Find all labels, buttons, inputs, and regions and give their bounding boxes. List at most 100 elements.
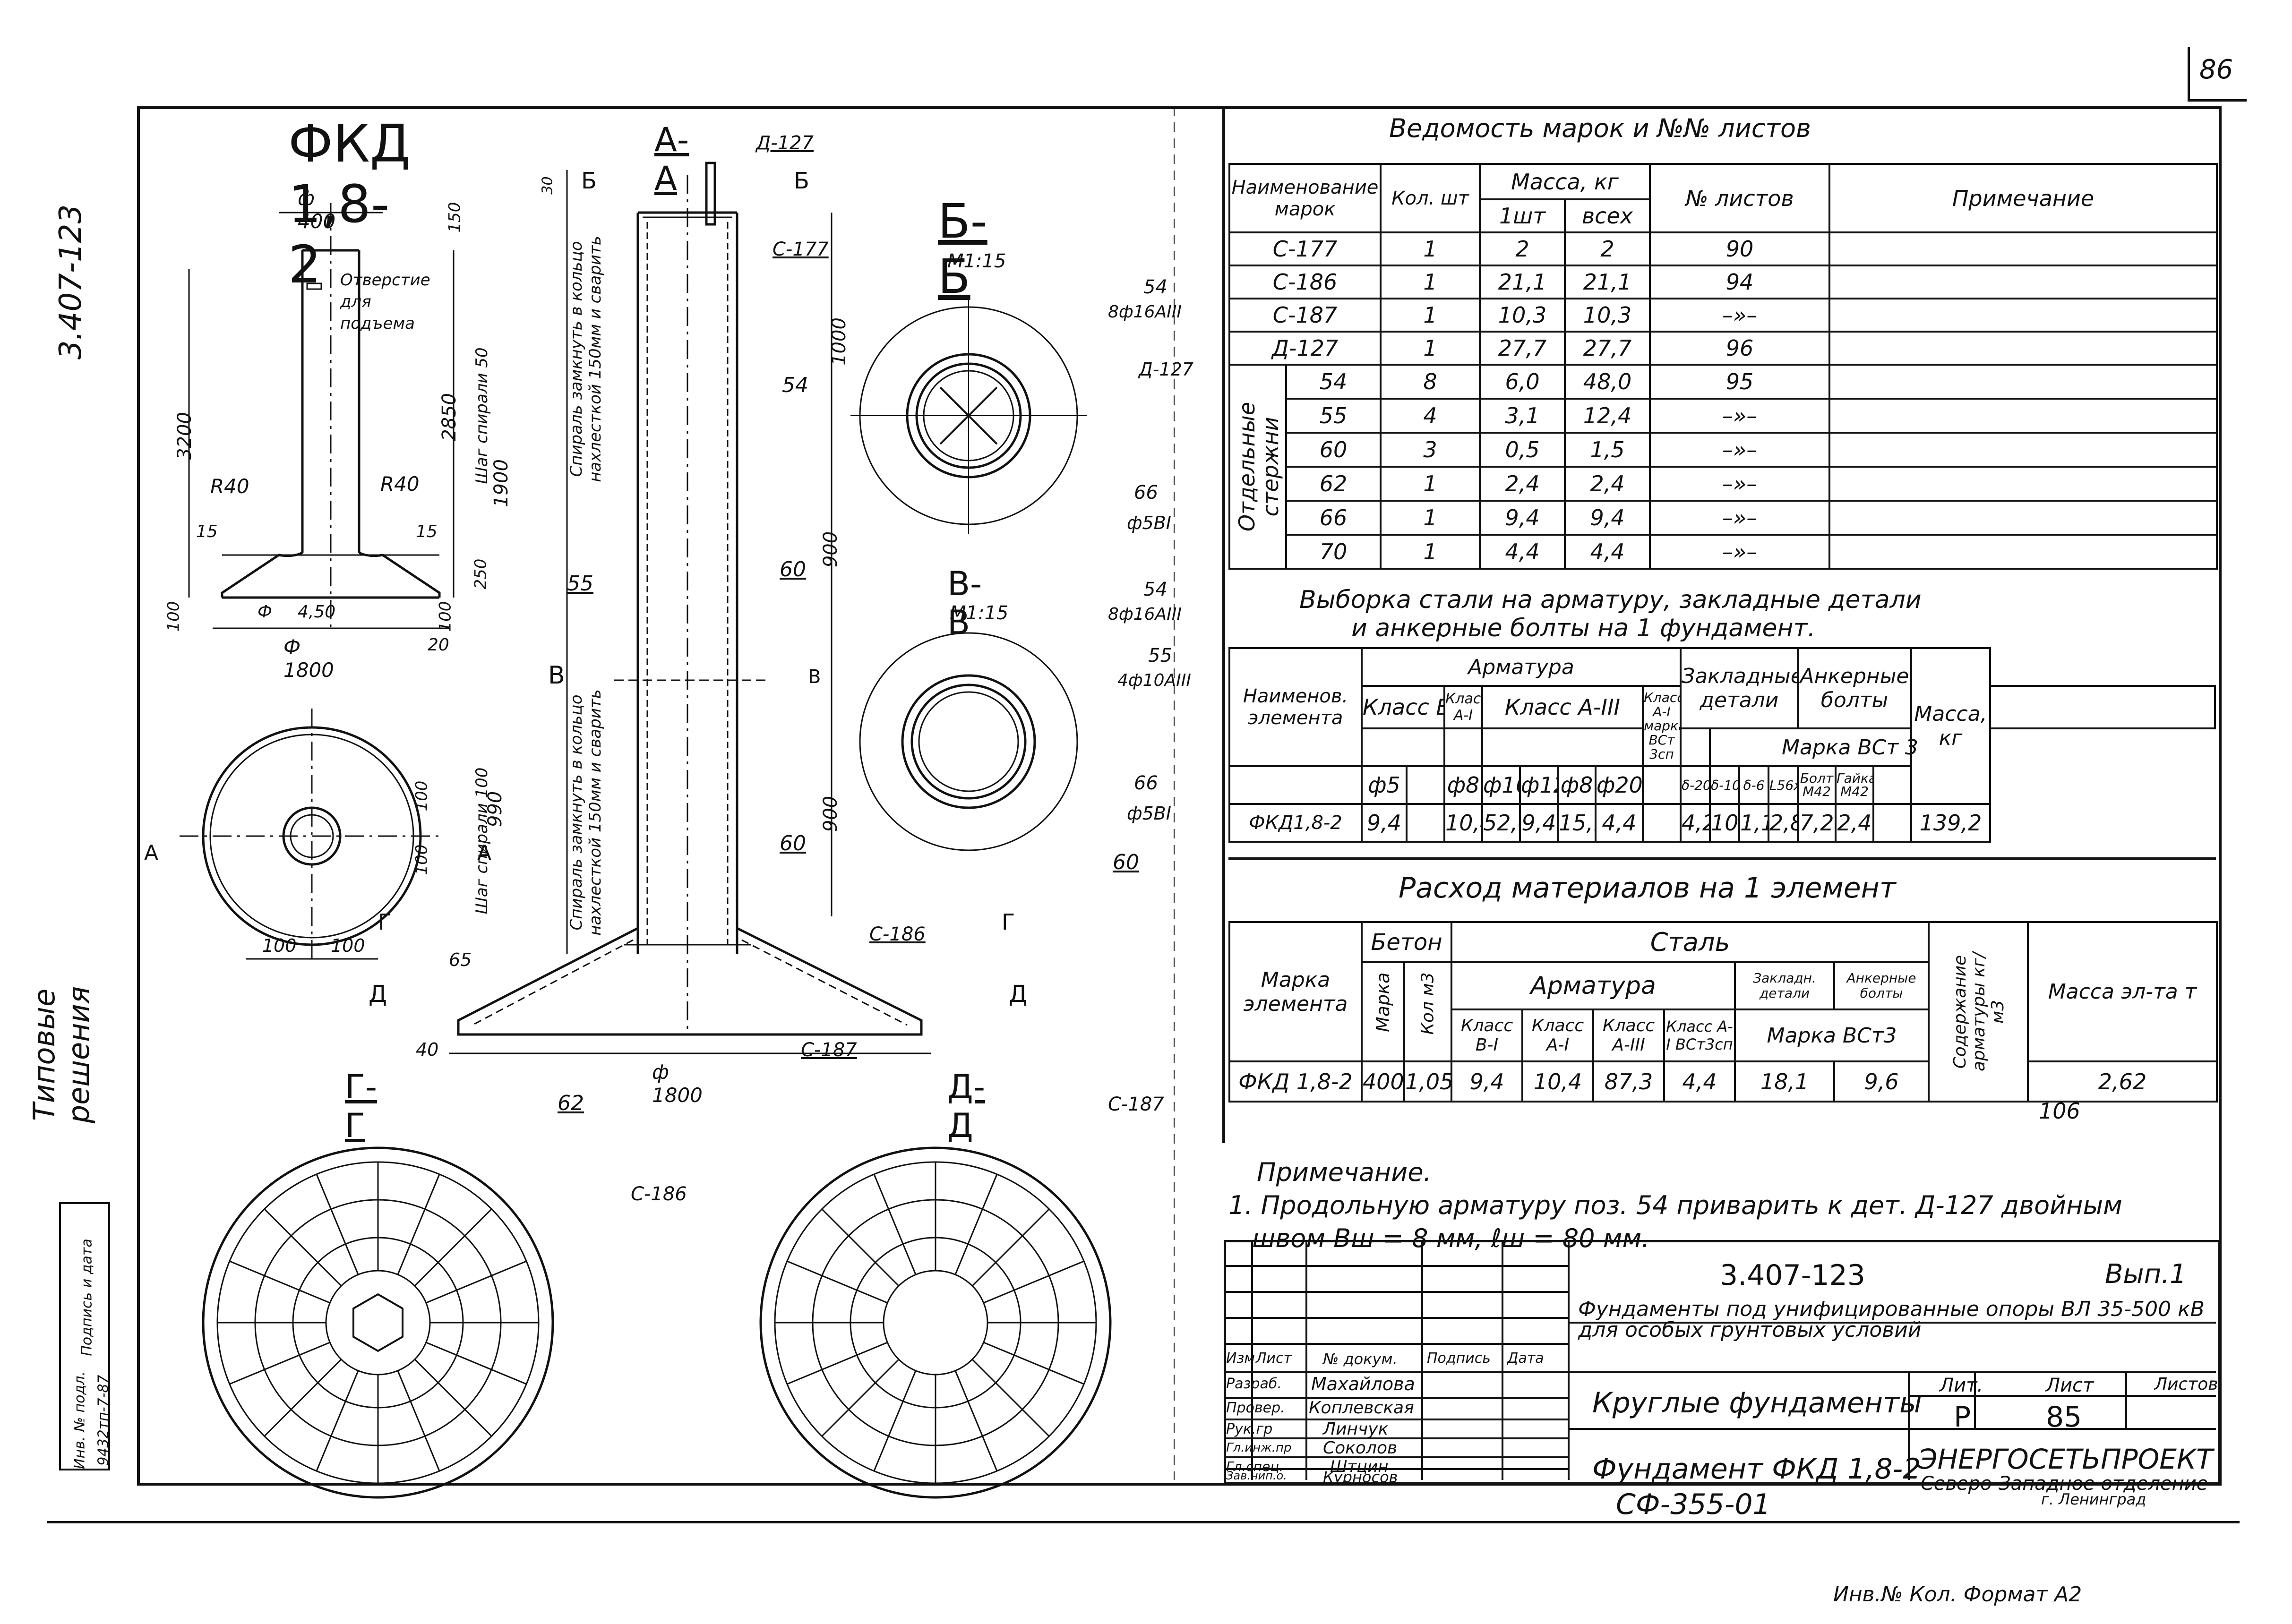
- tb-role-3: Рук.гр: [1226, 1421, 1273, 1437]
- section-mark-g-right: Г: [1002, 909, 1015, 935]
- marks-table: Наименование марок Кол. шт Масса, кг № л…: [1228, 163, 2218, 570]
- dim-d1800: Ф 1800: [283, 635, 334, 682]
- title-block-sheet-title: Фундамент ФКД 1,8-2: [1592, 1453, 1921, 1486]
- tb-name-6: Курносов: [1323, 1468, 1398, 1486]
- steel-col-name: Наименов. элемента: [1228, 647, 1363, 767]
- steel-table-title-1: Выборка стали на арматуру, закладные дет…: [1299, 586, 1922, 614]
- vv-callout-f5b1: ф5ВI: [1127, 803, 1171, 824]
- vv-callout-66: 66: [1134, 772, 1158, 794]
- marks-table-title: Ведомость марок и №№ листов: [1389, 113, 1811, 143]
- dim-h1900: 1900: [490, 459, 512, 507]
- title-block-section: Круглые фундаменты: [1592, 1386, 1922, 1419]
- section-aa-title: А-А: [654, 120, 689, 198]
- callout-c186-aa: С-186: [869, 923, 926, 945]
- steel-table: Наименов. элемента Арматура Закладные де…: [1228, 647, 2216, 843]
- mat-col-vol: Кол м3: [1403, 961, 1453, 1062]
- dim-h900-upper: 900: [820, 531, 842, 568]
- section-mark-v-left: В: [548, 661, 565, 690]
- tb-name-4: Соколов: [1323, 1438, 1398, 1458]
- steel-class-b1: Класс В-I: [1361, 685, 1445, 729]
- bottom-rule: [47, 1521, 2240, 1523]
- steel-col-mass: Масса, кг: [1910, 647, 1992, 805]
- steel-class-a3: Класс А-III: [1481, 685, 1644, 729]
- dim-65: 65: [449, 949, 472, 970]
- section-mark-d-right: Д: [1009, 980, 1028, 1008]
- dim-h100-left: 100: [164, 601, 183, 632]
- steel-class-a1-mark: Класс А-I марка ВСт 3сп: [1642, 685, 1682, 767]
- callout-c177: С-177: [773, 239, 829, 260]
- tb-role-2: Провер.: [1226, 1400, 1285, 1416]
- title-block-sheet: 85: [2046, 1401, 2082, 1434]
- dim-d1800-aa: ф 1800: [652, 1060, 703, 1107]
- technical-drawing: [180, 106, 1225, 1499]
- section-gg-title: Г-Г: [345, 1068, 377, 1145]
- note-line-2: швом Вш = 8 мм, ℓш = 80 мм.: [1252, 1223, 1650, 1253]
- callout-62: 62: [558, 1091, 584, 1115]
- dim-d450: 4,50: [298, 602, 336, 622]
- tb-role-5: Гл.спец.: [1226, 1459, 1284, 1474]
- title-block: [1224, 1240, 2221, 1485]
- mat-col-mass: Масса эл-та т: [2027, 921, 2218, 1062]
- bb-callout-66: 66: [1134, 482, 1158, 504]
- tb-name-3: Линчук: [1323, 1419, 1389, 1439]
- section-mark-v-right: В: [808, 666, 821, 688]
- drawing-frame: [137, 106, 2222, 1486]
- tb-role-4: Гл.инж.пр: [1226, 1441, 1292, 1455]
- side-stamp: Инв. № подл. Подпись и дата 9432тп-7-87: [59, 1202, 112, 1470]
- tb-col-list: Лист: [1256, 1350, 1292, 1367]
- col-per-unit: 1шт: [1479, 198, 1566, 233]
- tb-name-5: Штцин: [1330, 1457, 1389, 1476]
- note-spiral-step-upper: Шаг спирали 50: [472, 347, 491, 484]
- dim-h1000: 1000: [828, 317, 850, 366]
- dim-h100-right: 100: [436, 601, 455, 632]
- mat-col-concrete: Бетон: [1360, 921, 1453, 963]
- tb-role-6: Зав.нип.о.: [1226, 1469, 1287, 1482]
- steel-table-title-2: и анкерные болты на 1 фундамент.: [1351, 614, 1816, 642]
- dim-h250: 250: [471, 558, 490, 590]
- note-spiral-lower: Спираль замкнуть в кольцо нахлесткой 150…: [567, 689, 605, 936]
- section-dd-title: Д-Д: [947, 1068, 985, 1145]
- section-vv-scale: М1:15: [950, 602, 1009, 624]
- title-block-sheets-label: Листов: [2155, 1375, 2218, 1394]
- dim-15-left: 15: [196, 522, 218, 541]
- vv-callout-60: 60: [1113, 850, 1139, 874]
- bb-callout-f5b1: ф5ВI: [1127, 513, 1171, 533]
- section-mark-a-right: А: [477, 841, 492, 865]
- tb-role-1: Разраб.: [1226, 1376, 1282, 1392]
- dim-20: 20: [428, 635, 449, 655]
- note-title: Примечание.: [1257, 1157, 1432, 1187]
- mat-col-brand: Марка: [1361, 961, 1405, 1062]
- steel-diam-row: ф5 ф8 ф16 ф12 ф8 ф20 δ-20 δ-10 δ-6 L56x4…: [1228, 765, 2215, 805]
- note-line-1: 1. Продольную арматуру поз. 54 приварить…: [1228, 1190, 2122, 1220]
- bb-callout-8f16: 8ф16АIII: [1108, 302, 1182, 322]
- group-label: Отдельные стержни: [1228, 364, 1287, 570]
- dim-plan-100-lower: 100: [412, 844, 431, 875]
- callout-d127: Д-127: [756, 132, 814, 154]
- callout-c187-aa: С-187: [801, 1039, 857, 1061]
- title-block-issue: Вып.1: [2105, 1259, 2187, 1290]
- dim-15-right: 15: [416, 522, 438, 541]
- mat-col-embedded: Закладн. детали: [1734, 961, 1836, 1010]
- title-block-stage: Р: [1954, 1401, 1971, 1434]
- dim-d400: ф 400: [298, 187, 336, 233]
- mat-col-anchor: Анкерные болты: [1833, 961, 1930, 1010]
- dim-plan-100-right: 100: [331, 935, 365, 956]
- order-number: СФ-355-01: [1616, 1488, 1771, 1521]
- org-city: г. Ленинград: [2041, 1490, 2146, 1508]
- tb-col-doc: № докум.: [1323, 1350, 1398, 1368]
- dim-h900-lower: 900: [820, 795, 842, 832]
- corner-sheet-box: [2188, 47, 2247, 102]
- mat-col-armatura: Арматура: [1451, 961, 1736, 1010]
- tb-col-date: Дата: [1507, 1350, 1544, 1367]
- col-mass: Масса, кг: [1479, 163, 1651, 200]
- tb-col-sign: Подпись: [1427, 1350, 1491, 1367]
- dim-h30: 30: [539, 176, 556, 195]
- section-bb-title: Б-Б: [938, 194, 987, 304]
